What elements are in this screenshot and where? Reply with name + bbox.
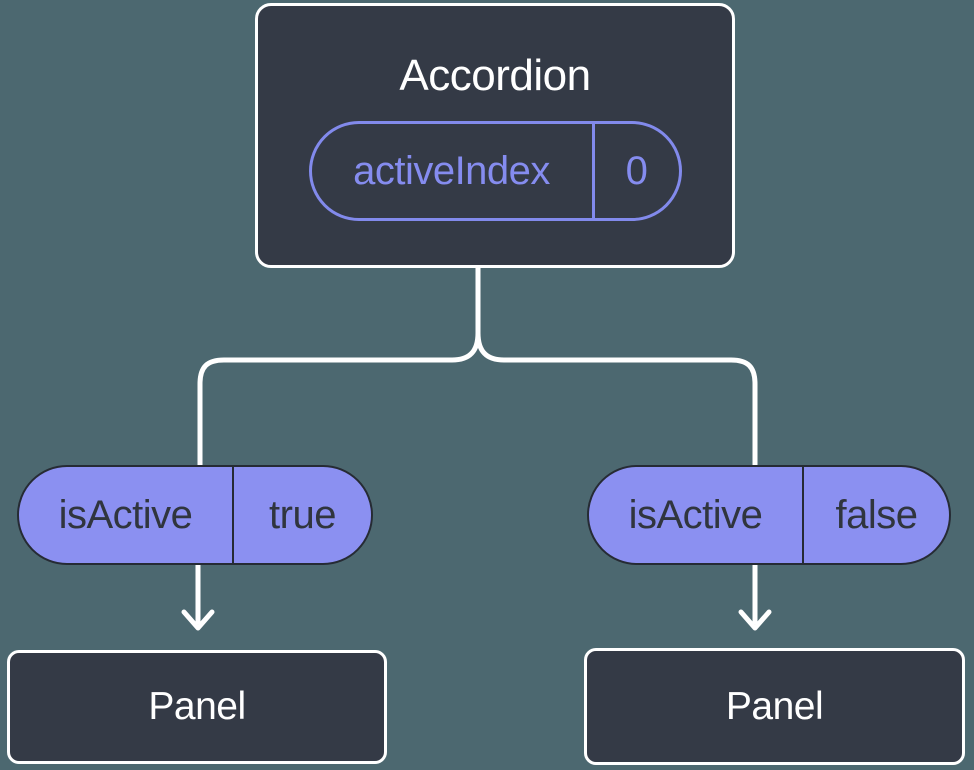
prop-pill-left: isActive true: [17, 465, 373, 565]
branch-left-line: [197, 266, 481, 467]
state-pill: activeIndex 0: [308, 121, 682, 221]
state-pill-label: activeIndex: [353, 148, 550, 193]
panel-node-left-title: Panel: [148, 685, 246, 728]
panel-node-left: Panel: [7, 650, 387, 764]
prop-pill-right-label: isActive: [628, 492, 763, 537]
panel-node-right-title: Panel: [725, 684, 824, 728]
state-pill-value: 0: [591, 124, 679, 218]
branch-right-line: [475, 266, 758, 467]
accordion-node: Accordion activeIndex 0: [255, 3, 735, 268]
prop-pill-left-value: true: [232, 467, 371, 563]
arrow-right-head: [738, 609, 772, 631]
arrow-left-head: [181, 609, 215, 631]
prop-pill-right-value: false: [802, 467, 949, 563]
prop-pill-left-label: isActive: [58, 492, 193, 537]
panel-node-right: Panel: [584, 648, 965, 765]
prop-pill-right: isActive false: [587, 465, 951, 565]
accordion-node-title: Accordion: [399, 51, 591, 100]
